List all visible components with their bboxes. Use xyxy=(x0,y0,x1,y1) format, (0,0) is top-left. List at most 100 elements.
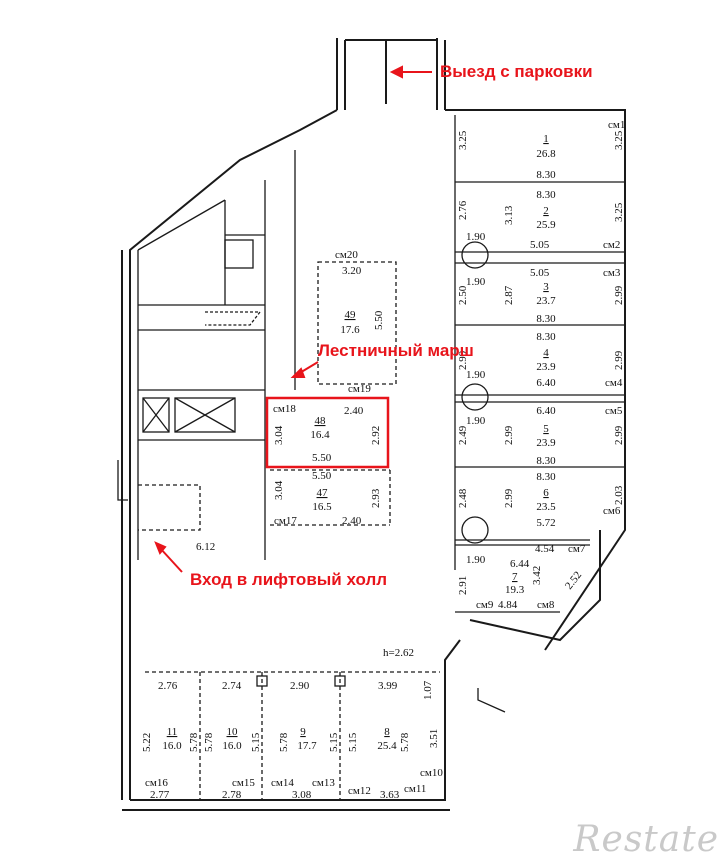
spot-h3: 3.25 xyxy=(613,202,625,222)
spot-id: см15 xyxy=(232,777,255,789)
spot-h1: 5.78 xyxy=(278,732,290,752)
spot-h2: 5.78 xyxy=(399,732,411,752)
spot-width: 8.30 xyxy=(536,313,556,325)
spot-num: 47 xyxy=(317,487,329,499)
spot-id: см16 xyxy=(145,777,168,789)
spot-id: см5 xyxy=(605,405,623,417)
spot-num: 8 xyxy=(384,726,390,738)
spot-id: см6 xyxy=(603,505,621,517)
spot-num: 7 xyxy=(512,571,518,583)
spot-width: 5.50 xyxy=(312,470,332,482)
spot-area: 23.5 xyxy=(536,501,556,513)
spot-top: 4.54 xyxy=(535,543,555,555)
spot-bottom: 3.08 xyxy=(292,789,312,801)
spot-area: 17.7 xyxy=(297,740,317,752)
spot-h1: 2.48 xyxy=(457,488,469,508)
spot-h2: 5.78 xyxy=(188,732,200,752)
inner-walls xyxy=(117,115,625,800)
spot-h1: 2.76 xyxy=(457,200,469,220)
spot-h1: 2.49 xyxy=(457,425,469,445)
spot-id: см7 xyxy=(568,543,586,555)
highlighted-spot-48 xyxy=(265,396,390,469)
spot-num: 48 xyxy=(315,415,327,427)
spot-id: см8 xyxy=(537,599,555,611)
column-dim: 1.90 xyxy=(466,415,486,427)
spot-h1: 3.04 xyxy=(273,425,285,445)
hall-dim: 6.12 xyxy=(196,541,215,553)
spot-h1: 5.15 xyxy=(347,732,359,752)
spot-id: см14 xyxy=(271,777,294,789)
spot-area: 23.9 xyxy=(536,361,556,373)
spot-h4: 3.51 xyxy=(428,729,440,748)
spot-num: 9 xyxy=(300,726,306,738)
spot-h2: 2.99 xyxy=(613,350,625,370)
spot-h2: 5.15 xyxy=(250,732,262,752)
spot-width: 8.30 xyxy=(536,169,556,181)
spot-width: 4.84 xyxy=(498,599,518,611)
spot-h3: 2.99 xyxy=(613,425,625,445)
spot-bottom: 5.50 xyxy=(312,452,332,464)
spot-area: 16.0 xyxy=(162,740,182,752)
spot-id: см3 xyxy=(603,267,621,279)
spot-id: см1 xyxy=(608,119,625,131)
spot-num: 11 xyxy=(167,726,178,738)
spot-h2: 2.99 xyxy=(503,488,515,508)
parking-exit-label: Выезд с парковки xyxy=(440,62,593,81)
spot-width: 5.72 xyxy=(536,517,555,529)
spot-h2: 5.15 xyxy=(328,732,340,752)
spot-area: 17.6 xyxy=(340,324,360,336)
spot-h1: 5.78 xyxy=(203,732,215,752)
spot-area: 23.7 xyxy=(536,295,556,307)
spot-h2: 2.92 xyxy=(370,426,382,445)
spot-num: 49 xyxy=(345,309,357,321)
spot-num: 1 xyxy=(543,133,549,145)
column-dim: 1.90 xyxy=(466,369,486,381)
spot-area: 16.5 xyxy=(312,501,332,513)
spot-width: 2.40 xyxy=(344,405,364,417)
column-dim: 1.90 xyxy=(466,231,486,243)
spot-depth: 6.40 xyxy=(536,377,556,389)
spot-depth: 6.44 xyxy=(510,558,530,570)
spot-num: 5 xyxy=(543,423,549,435)
spot-id: см2 xyxy=(603,239,620,251)
spot-h2: 2.93 xyxy=(370,488,382,508)
spot-area: 16.4 xyxy=(310,429,330,441)
spot-id: см12 xyxy=(348,785,371,797)
spot-area: 16.0 xyxy=(222,740,242,752)
spot-width: 8.30 xyxy=(536,331,556,343)
spot-width: 3.99 xyxy=(378,680,398,692)
spot-depth: 5.05 xyxy=(530,267,550,279)
spot-width: 2.76 xyxy=(158,680,178,692)
spot-id: см17 xyxy=(274,515,297,527)
spot-id: см9 xyxy=(476,599,494,611)
column-dim: 1.90 xyxy=(466,276,486,288)
spot-h1: 5.50 xyxy=(373,310,385,330)
spot-h2: 3.25 xyxy=(613,130,625,150)
spot-area: 26.8 xyxy=(536,148,556,160)
spot-area: 19.3 xyxy=(505,584,525,596)
spot-depth: 5.05 xyxy=(530,239,550,251)
spot-width: 2.74 xyxy=(222,680,242,692)
spot-h1: 2.91 xyxy=(457,576,469,595)
spot-width: 8.30 xyxy=(536,189,556,201)
spot-num: 3 xyxy=(543,281,549,293)
spot-h3: 2.03 xyxy=(613,485,625,505)
ceiling-height: h=2.62 xyxy=(383,647,414,659)
column-dim: 1.90 xyxy=(466,554,486,566)
spot-area: 23.9 xyxy=(536,437,556,449)
spot-bottom: 2.77 xyxy=(150,789,170,801)
spot-width: 2.90 xyxy=(290,680,310,692)
lift-hall-entrance-label: Вход в лифтовый холл xyxy=(190,570,388,589)
spot-num: 4 xyxy=(543,347,549,359)
spot-h2: 3.42 xyxy=(531,566,543,585)
spot-h1: 3.04 xyxy=(273,480,285,500)
spot-num: 6 xyxy=(543,487,549,499)
spot-h2: 2.87 xyxy=(503,285,515,305)
spot-h1: 3.25 xyxy=(457,130,469,150)
spot-id: см13 xyxy=(312,777,335,789)
spot-bottom: 3.63 xyxy=(380,789,400,801)
spot-width: 8.30 xyxy=(536,455,556,467)
spot-h2: 3.13 xyxy=(503,205,515,225)
spot-h1: 5.22 xyxy=(141,733,153,752)
